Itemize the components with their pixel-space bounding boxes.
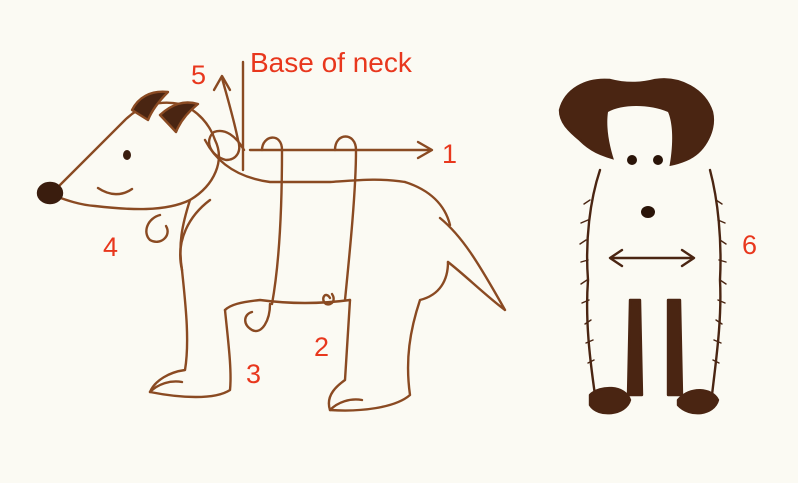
side-dog-back <box>405 182 450 225</box>
side-dog-eye <box>123 150 131 160</box>
side-dog-head <box>55 103 219 209</box>
side-dog-chest <box>180 200 190 270</box>
measure-4-label: 4 <box>103 234 118 261</box>
base-of-neck-label: Base of neck <box>250 49 412 77</box>
side-dog-neck <box>205 140 405 182</box>
measure-5-label: 5 <box>191 62 206 89</box>
measure-girth-loop-front <box>262 138 282 304</box>
front-dog-nose <box>641 206 655 218</box>
front-dog-eye-left <box>627 155 637 165</box>
side-dog-nose <box>38 183 62 203</box>
side-dog-ear-right <box>160 102 198 132</box>
measure-3-label: 3 <box>246 361 261 388</box>
side-dog-mouth <box>98 188 132 194</box>
measure-girth-loop-rear <box>335 137 356 301</box>
measure-4-loop <box>146 215 167 242</box>
front-dog-eye-right <box>653 155 663 165</box>
front-dog-feet <box>590 388 718 413</box>
measure-6-label: 6 <box>742 232 757 259</box>
measure-5-arrowhead <box>214 76 230 90</box>
front-dog <box>560 79 726 413</box>
measure-2-label: 2 <box>314 334 329 361</box>
measure-3-loop <box>245 304 270 331</box>
measure-1-label: 1 <box>442 141 457 168</box>
side-dog-tail <box>440 218 505 310</box>
front-dog-legs <box>628 300 682 395</box>
side-dog-front-legs <box>150 200 231 397</box>
